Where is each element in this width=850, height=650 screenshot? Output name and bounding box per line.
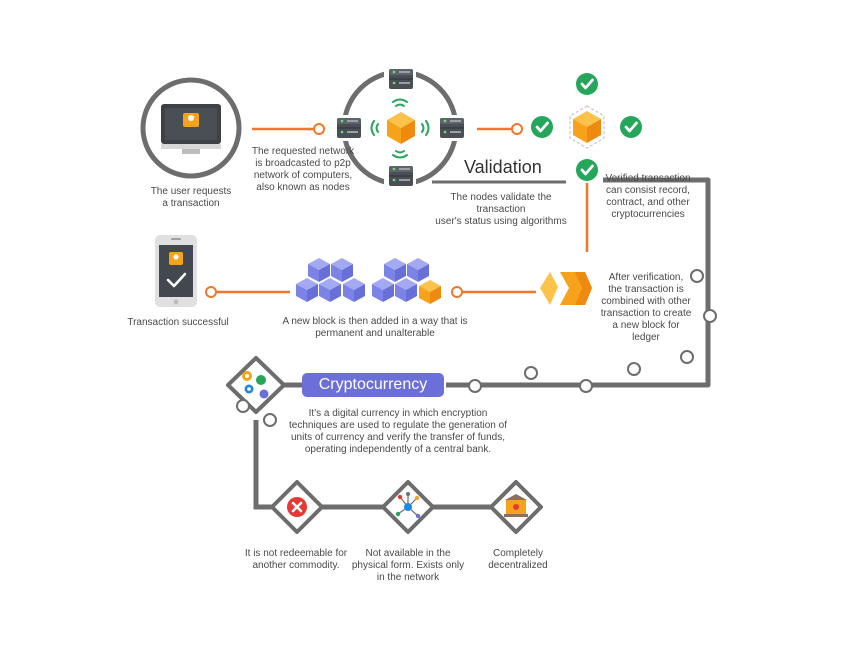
connector-verification-block [451, 286, 536, 298]
connector-block-success [205, 286, 290, 298]
cube-icon [573, 111, 601, 143]
phone-icon [155, 235, 197, 307]
user-requests-label: The user requests a transaction [150, 186, 232, 209]
check-icon [574, 157, 600, 183]
chevron-icon [540, 272, 592, 305]
crypto-node-dot [236, 399, 250, 413]
after-verification-label: After verification, the transaction is c… [600, 272, 692, 343]
new-block-label: A new block is then added in a way that … [282, 316, 468, 339]
p2p-network-icon [333, 64, 468, 191]
wifi-icon [370, 98, 430, 159]
check-icon [529, 114, 555, 140]
verified-label: Verified transaction can consist record,… [605, 173, 691, 220]
check-icon [574, 71, 600, 97]
server-icon [388, 165, 414, 187]
validation-description: The nodes validate the transaction user'… [435, 192, 567, 227]
server-icon [439, 117, 465, 139]
cube-icon [387, 112, 415, 144]
ledger-path [446, 177, 717, 393]
validation-icon [529, 71, 644, 183]
connector-user-network [252, 123, 325, 135]
not-redeemable-label: It is not redeemable for another commodi… [244, 548, 348, 571]
server-icon [388, 68, 414, 90]
validation-title: Validation [464, 157, 542, 177]
decentralized-label: Completely decentralized [488, 548, 548, 571]
check-icon [618, 114, 644, 140]
broadcast-label: The requested network is broadcasted to … [251, 146, 355, 193]
crypto-coins-icon [226, 356, 286, 414]
not-physical-label: Not available in the physical form. Exis… [351, 548, 465, 583]
monitor-icon [140, 77, 242, 179]
bank-icon [489, 480, 543, 534]
cryptocurrency-pill: Cryptocurrency [302, 373, 444, 397]
blocks-icon [296, 258, 441, 304]
success-label: Transaction successful [127, 317, 229, 328]
server-icon [336, 117, 362, 139]
cross-icon [270, 480, 324, 534]
crypto-description: It's a digital currency in which encrypt… [289, 408, 507, 455]
network-icon [381, 480, 435, 534]
connector-network-validation [477, 123, 523, 135]
crypto-node-dot [263, 413, 277, 427]
